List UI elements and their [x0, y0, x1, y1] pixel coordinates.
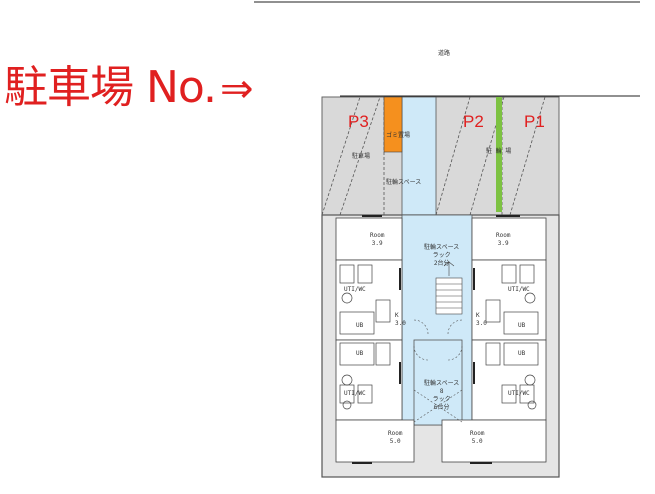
bike-rack-top-label: 駐輪スペース ラック 2台分 [424, 244, 460, 267]
uti-wc-right-top: UTI/WC [508, 286, 530, 293]
staircase [435, 261, 463, 315]
road-label: 道路 [438, 50, 451, 57]
unit-bath-left-bottom: UB [356, 350, 364, 357]
garbage-label: ゴミ置場 [386, 132, 411, 139]
uti-wc-left-bottom: UTI/WC [344, 390, 366, 397]
room-top-right-label: Room 3.9 [496, 232, 511, 247]
bike-aisle [401, 96, 437, 216]
bike-rack-bottom-label: 駐輪スペース 8 ラック 6台分 [424, 380, 460, 411]
right-arrow-icon: ⇒ [220, 66, 254, 112]
parking-slot-p1: P1 [524, 112, 545, 131]
door-swings [413, 319, 463, 423]
room-bottom-left-label: Room 5.0 [388, 430, 403, 445]
unit-bath-left-top: UB [356, 322, 364, 329]
parking-area [321, 96, 560, 216]
bike-space-label: 駐輪スペース [386, 179, 422, 186]
parking-text-label: 駐車場 [352, 153, 371, 160]
garbage-area [383, 96, 403, 153]
kitchen-right-label: K 3.0 [476, 312, 487, 327]
parking-slot-p2: P2 [463, 112, 484, 131]
uti-wc-left-top: UTI/WC [344, 286, 366, 293]
room-top-left-label: Room 3.9 [370, 232, 385, 247]
parking-number-heading: 駐車場 No.⇒ [4, 66, 254, 112]
parking-slot-p3: P3 [348, 112, 369, 131]
unit-bath-right-top: UB [518, 322, 526, 329]
unit-bath-right-bottom: UB [518, 350, 526, 357]
heading-text: 駐車場 No. [4, 62, 217, 113]
windows [352, 215, 520, 464]
fixtures [339, 264, 539, 410]
rooms [335, 217, 547, 463]
bike-parking-label: 駐 輪 場 [486, 148, 512, 155]
uti-wc-right-bottom: UTI/WC [508, 390, 530, 397]
room-bottom-right-label: Room 5.0 [470, 430, 485, 445]
green-marker [496, 97, 502, 212]
kitchen-left-label: K 3.0 [395, 312, 406, 327]
